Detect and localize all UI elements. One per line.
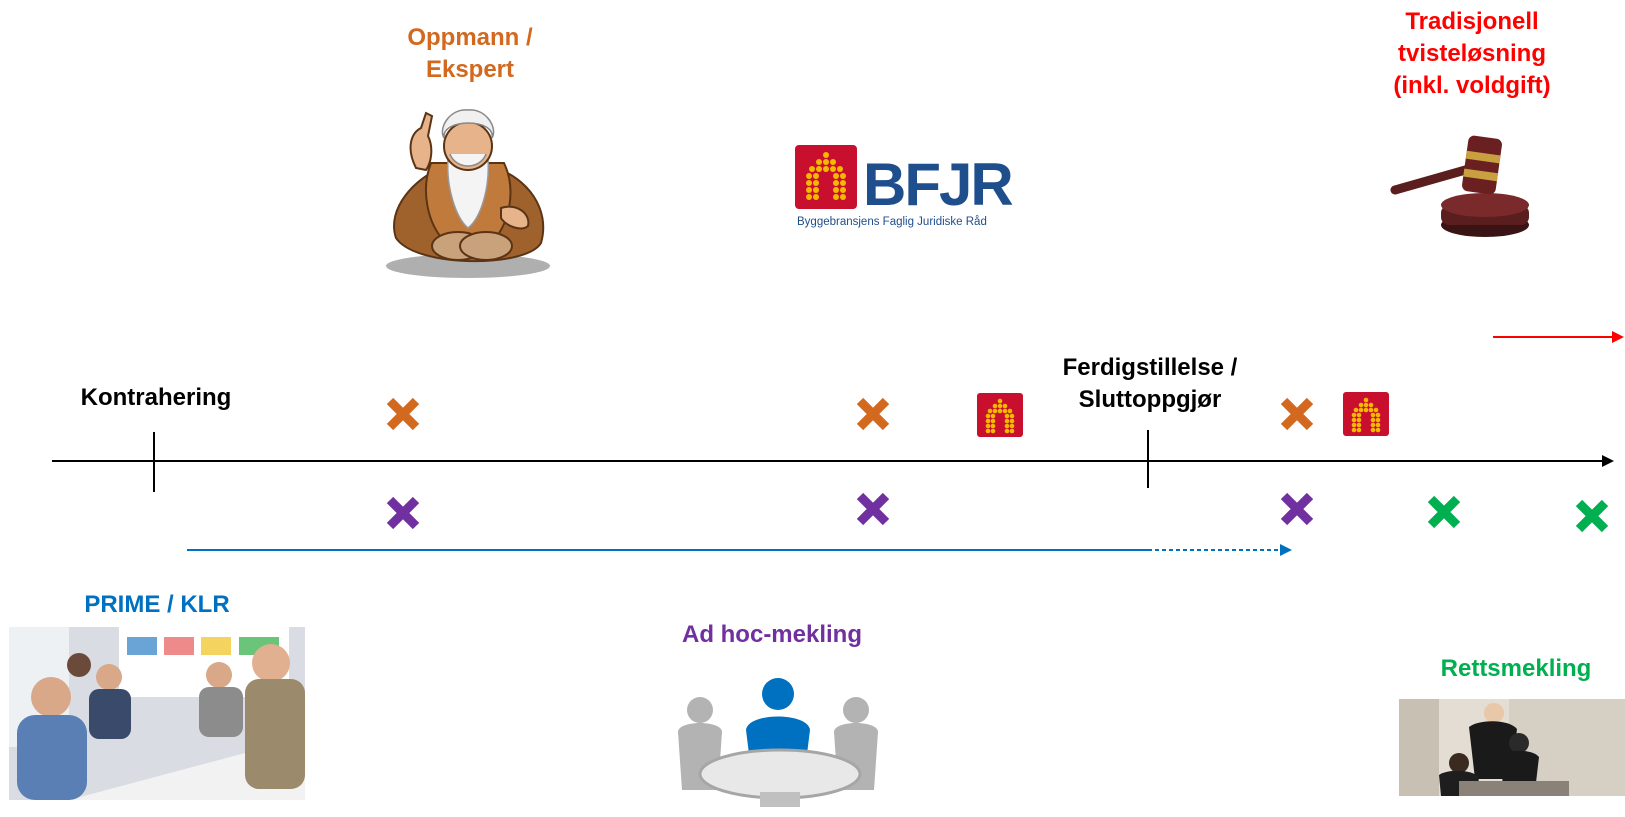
court-mediation-cross-2 (1579, 503, 1605, 529)
court-mediation-cross-1 (1431, 499, 1457, 525)
bfjr-icon-1 (977, 393, 1023, 437)
adhoc-label: Ad hoc-mekling (681, 621, 862, 648)
expert-cross-2 (860, 401, 886, 427)
bfjr-icon-2 (1343, 392, 1389, 436)
ferdigstillelse-label: Ferdigstillelse / Sluttoppgjør (1062, 354, 1238, 413)
bfjr-logo-text: BFJR (863, 151, 1013, 218)
bfjr-logo: BFJR Byggebransjens Faglig Juridiske Råd (795, 145, 1015, 228)
adhoc-cross-1 (390, 500, 416, 526)
tradisjonell-label: Tradisjonell tvisteløsning (inkl. voldgi… (1393, 8, 1551, 99)
rettsmekling-label: Rettsmekling (1440, 655, 1592, 682)
bfjr-logo-subtitle: Byggebransjens Faglig Juridiske Råd (797, 216, 987, 228)
kontrahering-label: Kontrahering (80, 384, 232, 411)
oppmann-label: Oppmann / Ekspert (407, 24, 533, 83)
meeting-table-icon (678, 678, 878, 807)
court-mediation-photo (1399, 699, 1625, 796)
expert-cross-3 (1284, 401, 1310, 427)
expert-cross-1 (390, 401, 416, 427)
prime-label: PRIME / KLR (84, 591, 230, 618)
sage-figure-icon (386, 109, 550, 278)
group-photo (9, 627, 305, 800)
adhoc-cross-3 (1284, 496, 1310, 522)
gavel-icon (1390, 135, 1529, 237)
adhoc-cross-2 (860, 496, 886, 522)
